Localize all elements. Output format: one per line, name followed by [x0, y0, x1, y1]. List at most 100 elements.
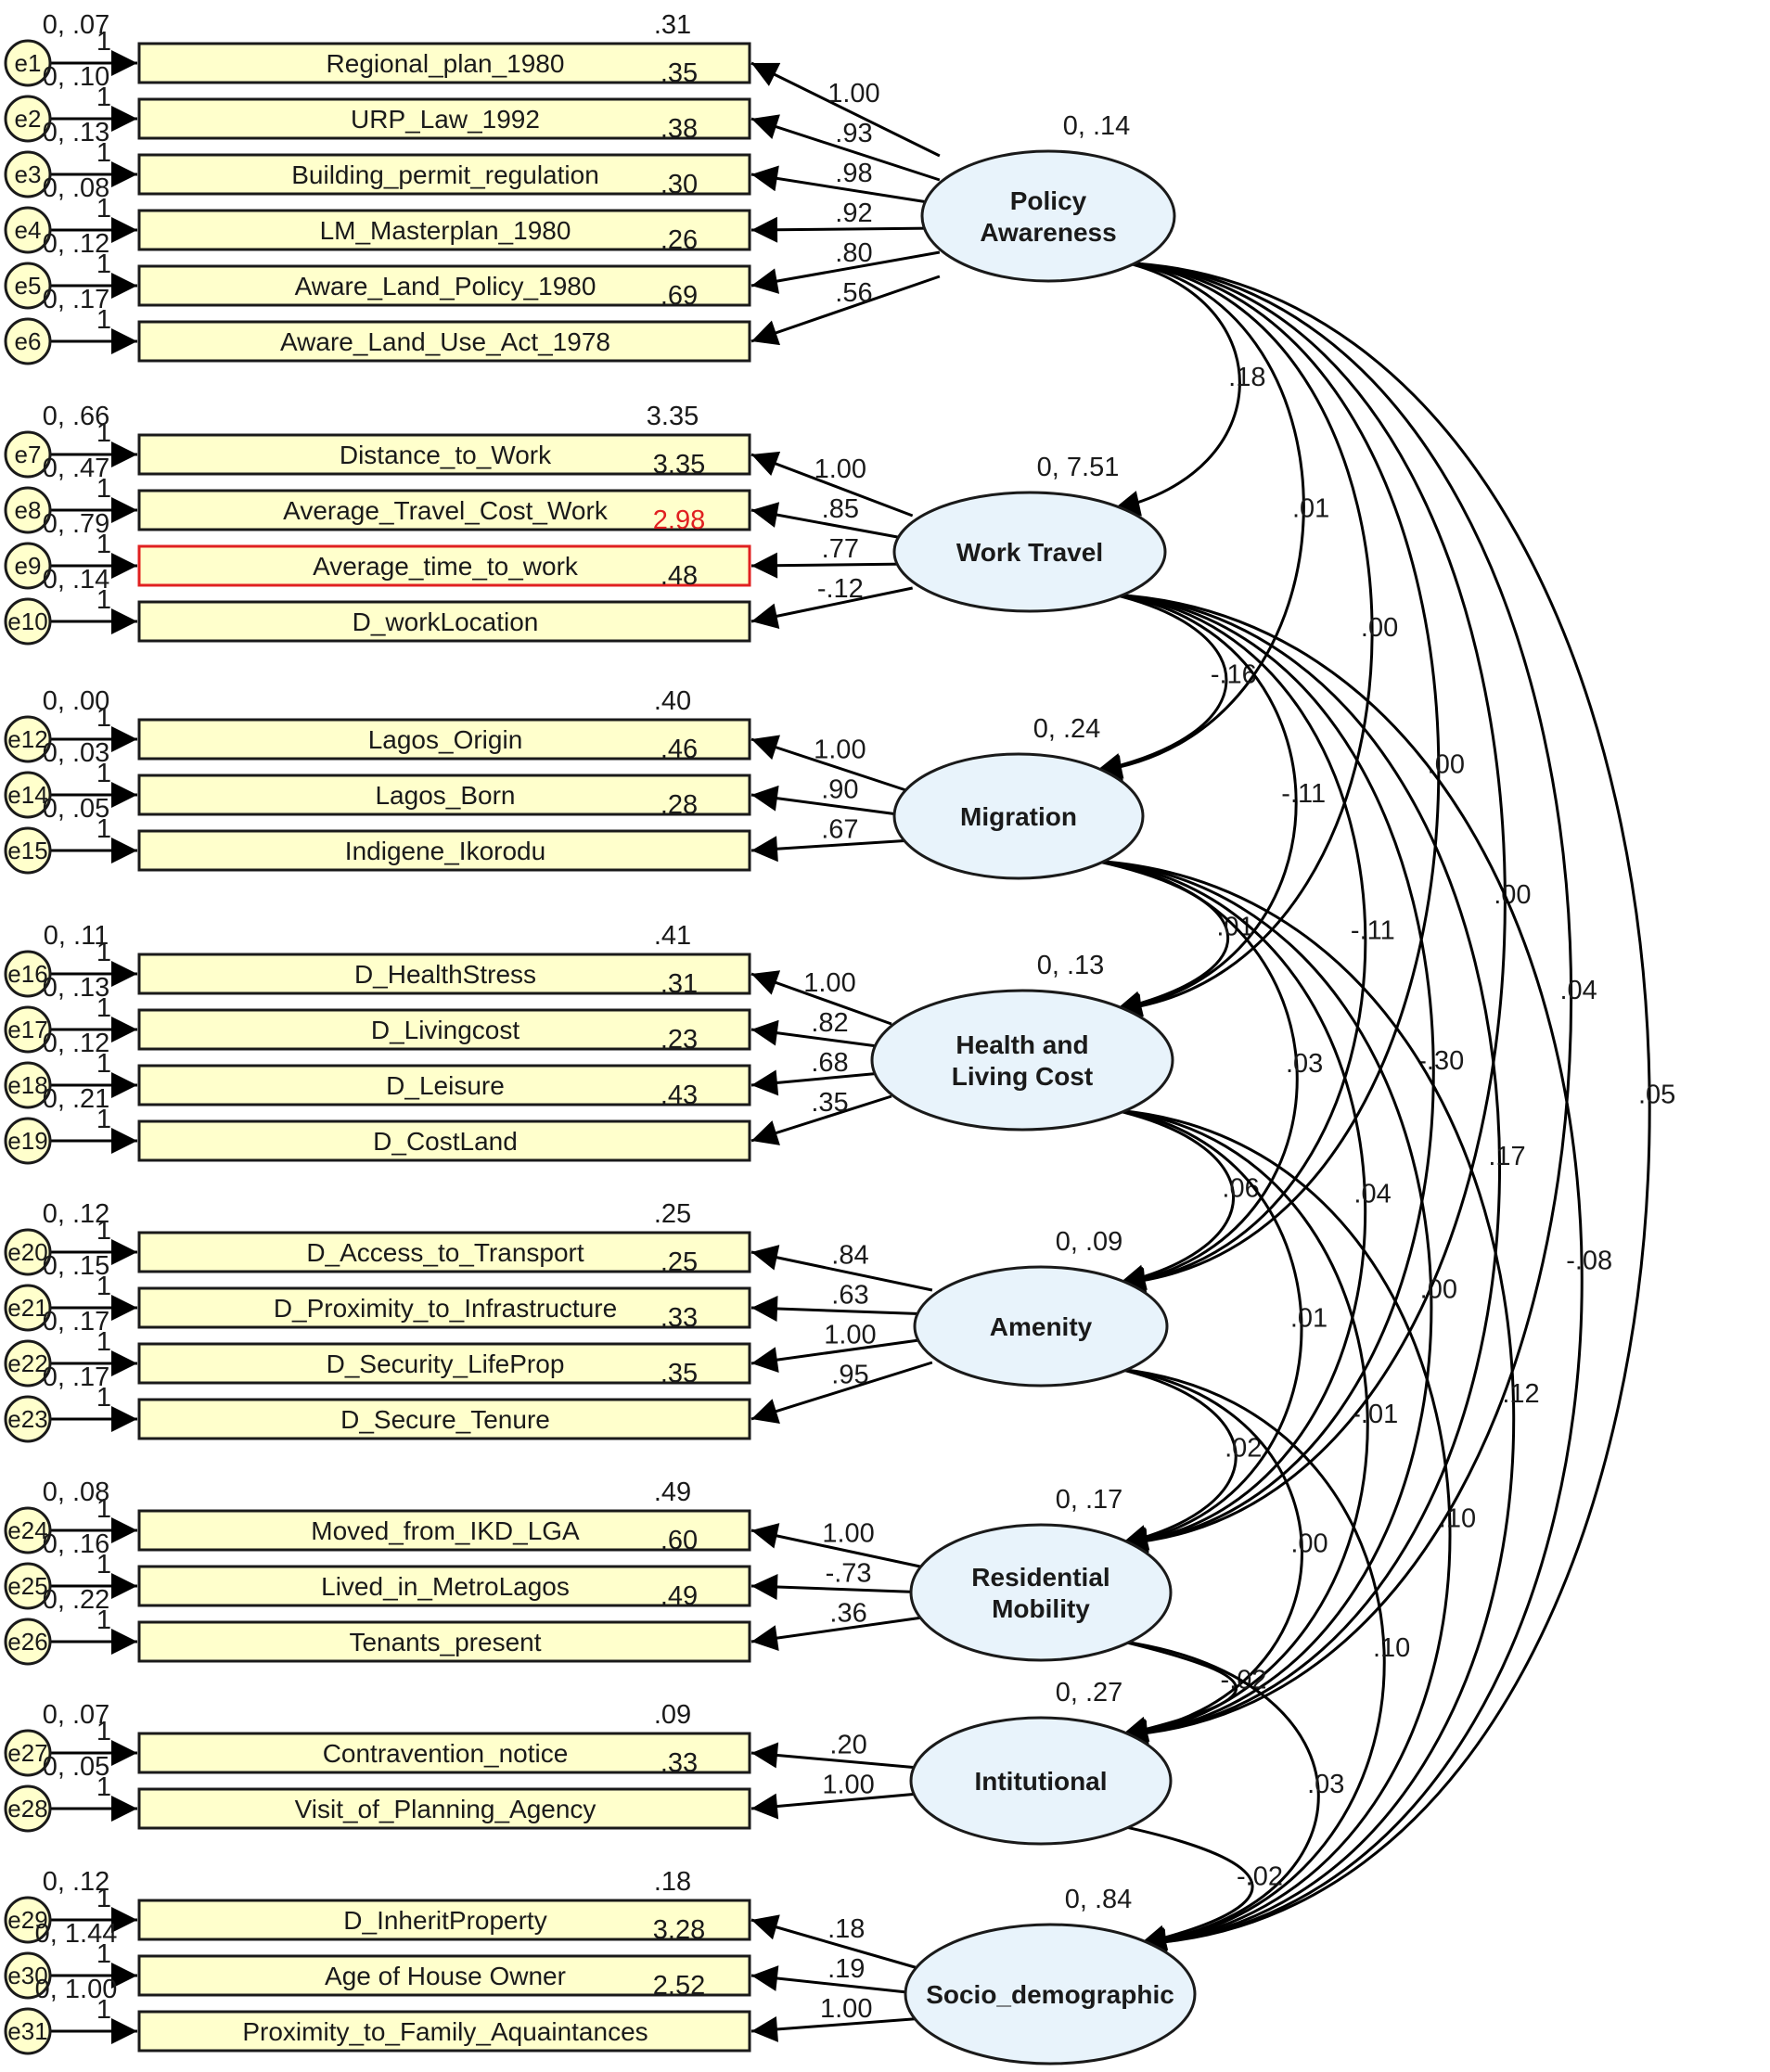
loading-arrow [750, 552, 913, 579]
latent-factor-label: Health and [956, 1030, 1088, 1059]
loading-arrow [750, 586, 913, 630]
error-term-label: e4 [15, 216, 42, 244]
intercept-label: .23 [661, 1025, 698, 1055]
error-variance-label: 0, .05 [43, 794, 110, 824]
intercept-label: 3.35 [653, 450, 705, 480]
fixed-path-label: 1 [96, 530, 111, 559]
observed-variable-box [137, 774, 751, 816]
covariance-arc [1090, 1349, 1238, 1551]
loading-label: .67 [821, 815, 858, 845]
loading-label: 1.00 [827, 79, 879, 109]
observed-variable-box [137, 97, 751, 140]
loading-arrow [750, 970, 892, 1026]
observed-variable-box [137, 829, 751, 872]
observed-variable-box [137, 1398, 751, 1440]
observed-variable-box [137, 1342, 751, 1385]
error-term-circle [4, 542, 52, 590]
error-term-label: e2 [15, 105, 42, 133]
loading-arrow [750, 1574, 930, 1601]
error-term-circle [4, 430, 52, 479]
fixed-path-label: 1 [96, 1216, 111, 1246]
factor-variance-label: 0, 7.51 [1037, 453, 1120, 482]
covariance-arc [1086, 580, 1502, 1746]
observed-variable-label: Visit_of_Planning_Agency [295, 1795, 596, 1823]
fixed-path-label: 1 [96, 1383, 111, 1413]
intercept-label: .25 [661, 1247, 698, 1277]
loading-arrow [750, 1914, 925, 1972]
covariance-label: .01 [1292, 494, 1329, 524]
latent-factor-label: Living Cost [952, 1062, 1093, 1091]
observed-variable-box [137, 1565, 751, 1607]
error-variance-label: 0, .17 [43, 285, 110, 314]
fixed-path-label: 1 [96, 759, 111, 788]
error-term-circle [4, 1951, 52, 2000]
error-term-circle [4, 206, 52, 254]
intercept-label: 3.35 [647, 402, 699, 431]
fixed-path-label: 1 [96, 138, 111, 168]
error-variance-label: 0, .16 [43, 1529, 110, 1559]
covariance-label: .00 [1361, 613, 1398, 643]
error-term-circle [4, 826, 52, 875]
observed-variable-label: D_Proximity_to_Infrastructure [274, 1294, 617, 1323]
error-term-circle [4, 950, 52, 998]
error-term-circle [4, 597, 52, 646]
intercept-label: .33 [661, 1303, 698, 1333]
error-term-label: e12 [7, 725, 47, 753]
error-term-label: e5 [15, 272, 42, 300]
observed-variable-label: Distance_to_Work [340, 441, 552, 469]
error-term-circle [4, 1784, 52, 1833]
error-variance-label: 0, .13 [43, 973, 110, 1003]
latent-factor-label: Socio_demographic [926, 1980, 1174, 2009]
observed-variable-label: D_Livingcost [371, 1016, 520, 1044]
error-term-label: e26 [7, 1628, 47, 1656]
covariance-label: -.01 [1352, 1400, 1398, 1429]
loading-label: .18 [827, 1914, 865, 1944]
fixed-path-label: 1 [96, 814, 111, 844]
latent-factor-ellipse [892, 491, 1167, 613]
covariance-arc [1093, 1622, 1238, 1743]
loading-label: .19 [827, 1954, 865, 1984]
error-variance-label: 0, .08 [43, 1477, 110, 1507]
loading-arrow [750, 502, 913, 542]
fixed-path-label: 1 [96, 1550, 111, 1580]
error-term-circle [4, 150, 52, 198]
loading-arrow [750, 1523, 930, 1570]
loading-arrow [750, 216, 940, 243]
observed-variable-box [137, 320, 751, 363]
intercept-label: .28 [661, 790, 698, 820]
error-term-label: e7 [15, 441, 42, 468]
latent-factor-ellipse [892, 752, 1145, 880]
covariance-label: .01 [1290, 1304, 1328, 1334]
observed-variable-label: Lagos_Born [375, 781, 515, 810]
error-term-circle [4, 1506, 52, 1554]
covariance-arc [1086, 580, 1584, 1956]
loading-arrow [750, 1245, 933, 1292]
error-term-circle [4, 1061, 52, 1109]
error-term-circle [4, 1729, 52, 1777]
intercept-label: .31 [654, 10, 691, 40]
intercept-label: .60 [661, 1526, 698, 1555]
error-term-circle [4, 39, 52, 87]
fixed-path-label: 1 [96, 1494, 111, 1524]
loading-arrows [50, 50, 941, 2044]
covariance-label: .10 [1373, 1633, 1410, 1663]
covariance-arc [1086, 1091, 1236, 1290]
loading-arrow [750, 114, 941, 182]
observed-variable-box [137, 1286, 751, 1329]
error-variance-label: 0, .47 [43, 454, 110, 483]
error-term-circle [4, 771, 52, 819]
covariance-label: -.08 [1566, 1247, 1612, 1276]
covariance-arc [1088, 1094, 1452, 1955]
observed-variable-label: D_Leisure [386, 1071, 505, 1100]
covariance-arc [1099, 248, 1507, 1555]
covariance-label: -.02 [1221, 1665, 1267, 1695]
loading-label: .56 [835, 278, 872, 308]
observed-variable-label: D_InheritProperty [343, 1906, 546, 1935]
observed-variable-label: Indigene_Ikorodu [345, 837, 545, 865]
error-variance-label: 0, .00 [43, 686, 110, 716]
observed-variable-box [137, 1231, 751, 1273]
loading-label: .93 [835, 119, 872, 148]
observed-variable-box [137, 1899, 751, 1941]
error-variance-label: 0, .17 [43, 1307, 110, 1337]
loading-arrow [750, 2015, 925, 2042]
